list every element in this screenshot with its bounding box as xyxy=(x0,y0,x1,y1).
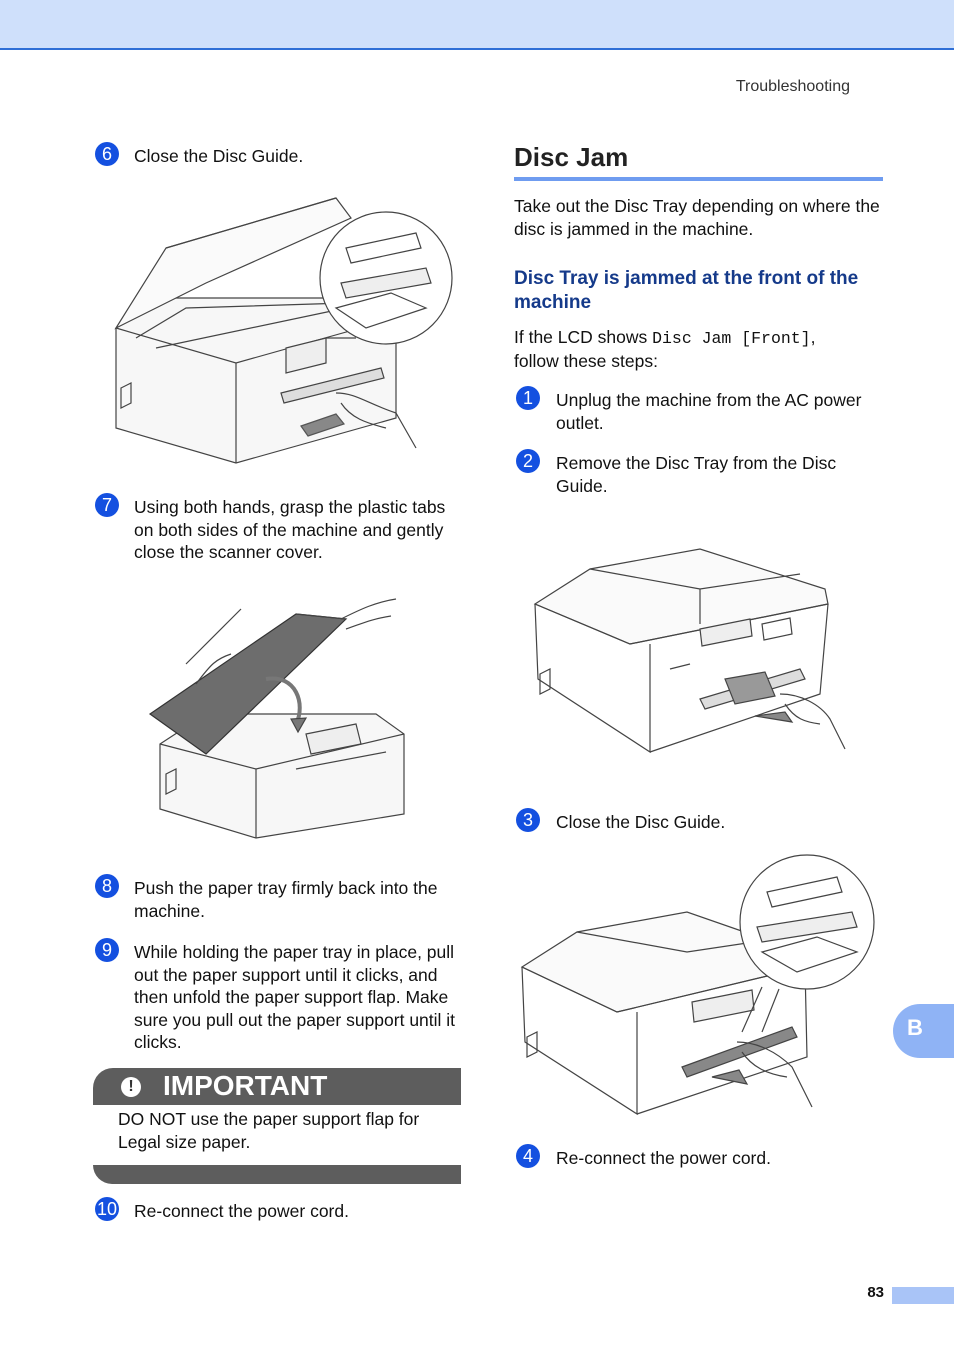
step-2-text: Remove the Disc Tray from the Disc Guide… xyxy=(556,453,837,496)
illustration-close-disc-guide-front xyxy=(517,852,882,1118)
step-9-text: While holding the paper tray in place, p… xyxy=(134,942,456,1052)
step-10-text: Re-connect the power cord. xyxy=(134,1201,349,1221)
step-3-text: Close the Disc Guide. xyxy=(556,812,726,832)
important-title: IMPORTANT xyxy=(163,1070,328,1101)
section-heading-disc-jam: Disc Jam xyxy=(514,142,629,172)
illustration-close-scanner-cover xyxy=(146,594,408,840)
running-header: Troubleshooting xyxy=(735,78,850,95)
lcd-line-2: follow these steps: xyxy=(514,351,658,371)
illustration-close-disc-guide-open-scanner xyxy=(96,188,456,468)
step-number-9: 9 xyxy=(95,938,119,962)
step-number-8: 8 xyxy=(95,874,119,898)
step-4-text: Re-connect the power cord. xyxy=(556,1148,771,1168)
exclamation-icon: ! xyxy=(121,1077,141,1097)
important-text: DO NOT use the paper support flap for Le… xyxy=(118,1109,420,1152)
step-8-text: Push the paper tray firmly back into the… xyxy=(134,878,438,921)
heading-rule xyxy=(514,177,883,181)
step-number-2: 2 xyxy=(516,449,540,473)
step-number-6: 6 xyxy=(95,142,119,166)
step-number-3: 3 xyxy=(516,808,540,832)
step-number-4: 4 xyxy=(516,1144,540,1168)
important-callout-footer xyxy=(93,1165,461,1184)
important-callout-header: ! IMPORTANT xyxy=(93,1068,461,1105)
illustration-remove-disc-tray xyxy=(530,544,860,754)
page-number-bar xyxy=(892,1287,954,1304)
page-number: 83 xyxy=(867,1284,884,1301)
lcd-message-paragraph: If the LCD shows Disc Jam [Front], follo… xyxy=(514,326,886,373)
disc-jam-intro: Take out the Disc Tray depending on wher… xyxy=(514,196,880,239)
lcd-prefix: If the LCD shows xyxy=(514,327,653,347)
top-header-band xyxy=(0,0,954,50)
step-7-text: Using both hands, grasp the plastic tabs… xyxy=(134,497,446,562)
step-number-7: 7 xyxy=(95,493,119,517)
subheading-front-jam: Disc Tray is jammed at the front of the … xyxy=(514,268,859,313)
lcd-suffix: , xyxy=(810,327,816,347)
step-1-text: Unplug the machine from the AC power out… xyxy=(556,390,862,433)
appendix-letter: B xyxy=(907,1015,923,1040)
step-number-10: 10 xyxy=(95,1197,119,1221)
step-number-1: 1 xyxy=(516,386,540,410)
appendix-side-tab: B xyxy=(893,1004,954,1058)
lcd-code: Disc Jam [Front] xyxy=(652,329,811,348)
step-6-text: Close the Disc Guide. xyxy=(134,146,304,166)
